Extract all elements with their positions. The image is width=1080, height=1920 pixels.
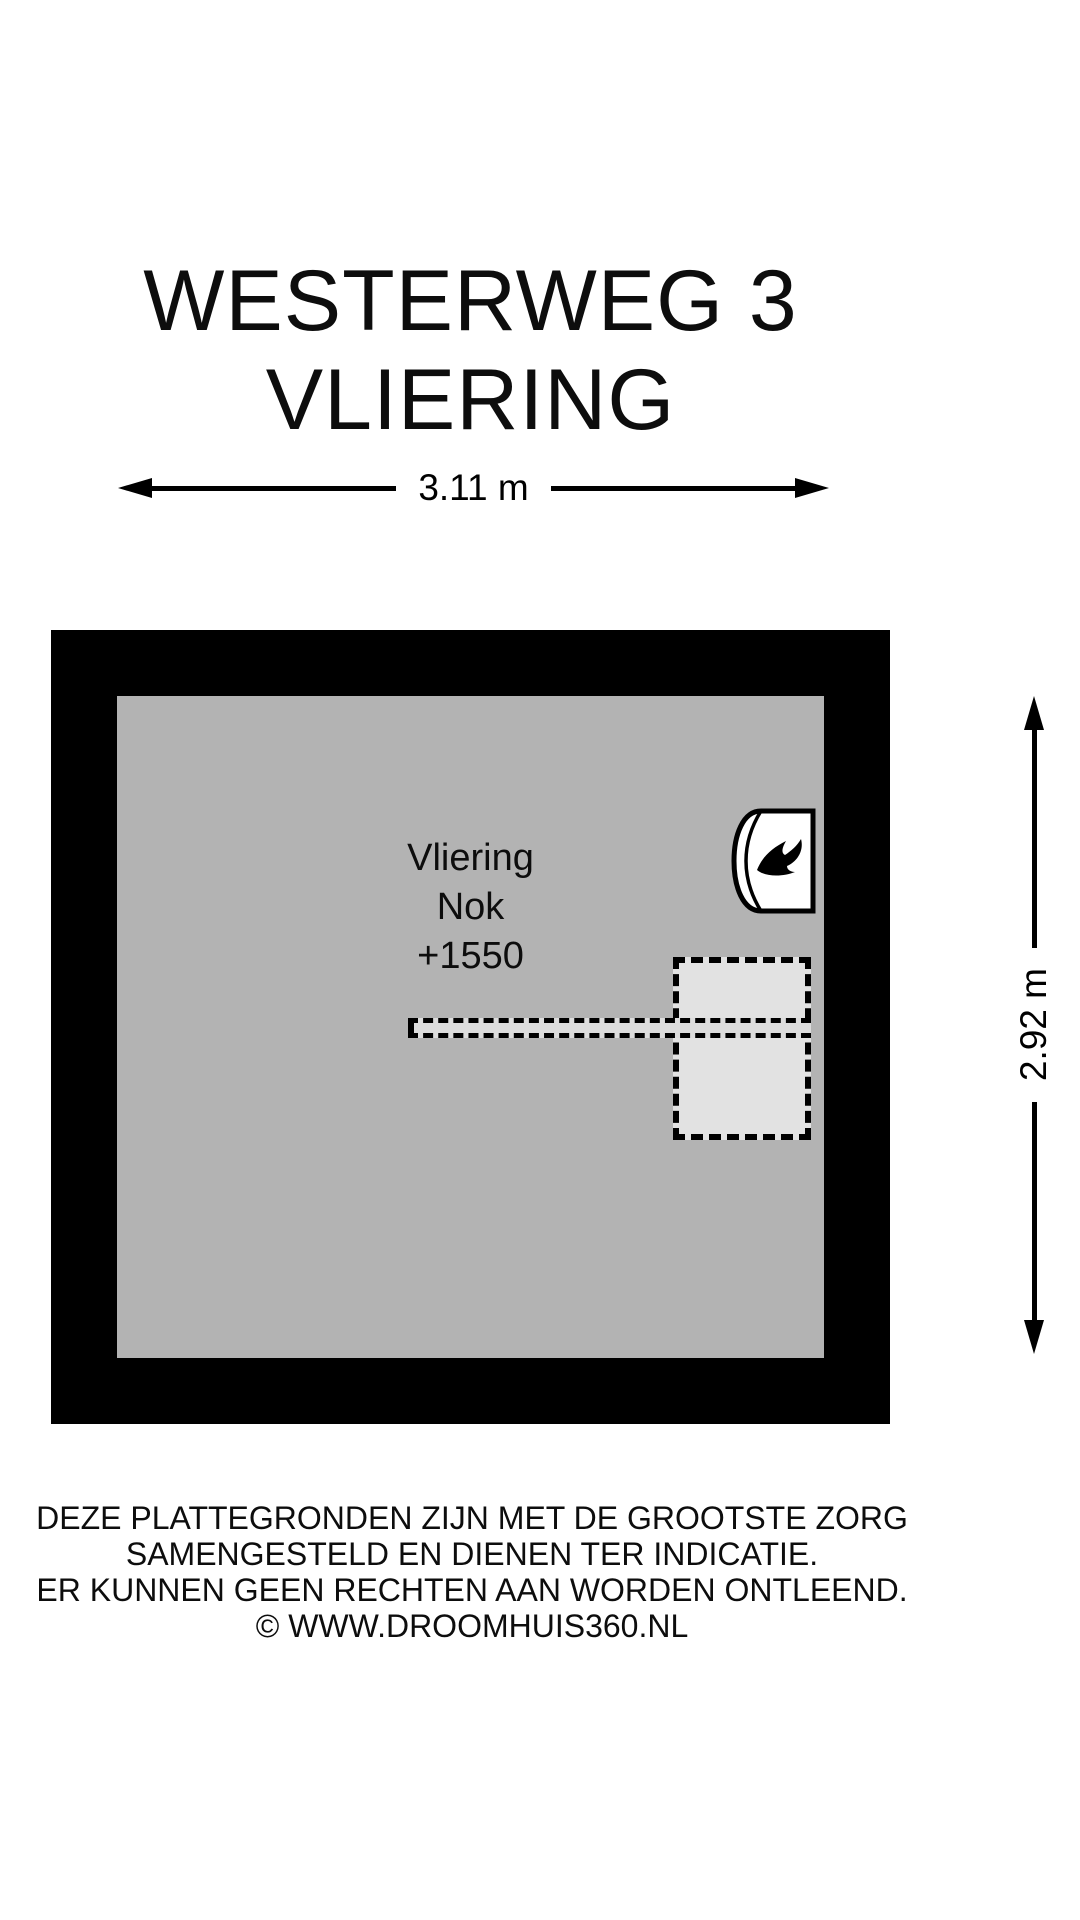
room-label-block: Vliering Nok +1550 (117, 834, 824, 981)
dimension-line-bottom (1031, 1101, 1037, 1320)
room-vliering: Vliering Nok +1550 (117, 696, 824, 1358)
disclaimer-copyright: © WWW.DROOMHUIS360.NL (255, 1608, 689, 1644)
title-address: WESTERWEG 3 (143, 253, 798, 349)
disclaimer-line: SAMENGESTELD EN DIENEN TER INDICATIE. (125, 1536, 819, 1572)
arrow-up-icon (1024, 696, 1044, 730)
height-dimension: 2.92 m (1008, 696, 1060, 1354)
page-title: WESTERWEG 3 VLIERING (51, 252, 890, 450)
disclaimer: DEZE PLATTEGRONDEN ZIJN MET DE GROOTSTE … (12, 1500, 932, 1644)
room-ridge-label: Nok (436, 886, 505, 928)
height-dimension-label: 2.92 m (1013, 968, 1054, 1082)
title-floor-name: VLIERING (265, 352, 676, 448)
dimension-line-top (1031, 730, 1037, 949)
arrow-down-icon (1024, 1320, 1044, 1354)
width-dimension: 3.11 m (118, 462, 829, 514)
boiler-icon (729, 806, 819, 916)
width-dimension-label: 3.11 m (418, 467, 529, 508)
flame-icon (757, 839, 802, 876)
dimension-line-right (550, 485, 795, 491)
ridge-dashed-line (408, 1018, 811, 1038)
arrow-left-icon (118, 478, 152, 498)
dimension-line-left (152, 485, 397, 491)
disclaimer-line: DEZE PLATTEGRONDEN ZIJN MET DE GROOTSTE … (36, 1500, 908, 1536)
arrow-right-icon (795, 478, 829, 498)
room-name: Vliering (407, 837, 534, 879)
room-ridge-height: +1550 (417, 935, 524, 977)
floorplan-walls: Vliering Nok +1550 (51, 630, 890, 1424)
disclaimer-line: ER KUNNEN GEEN RECHTEN AAN WORDEN ONTLEE… (36, 1572, 908, 1608)
loft-hatch-dashed-rect (673, 957, 811, 1140)
